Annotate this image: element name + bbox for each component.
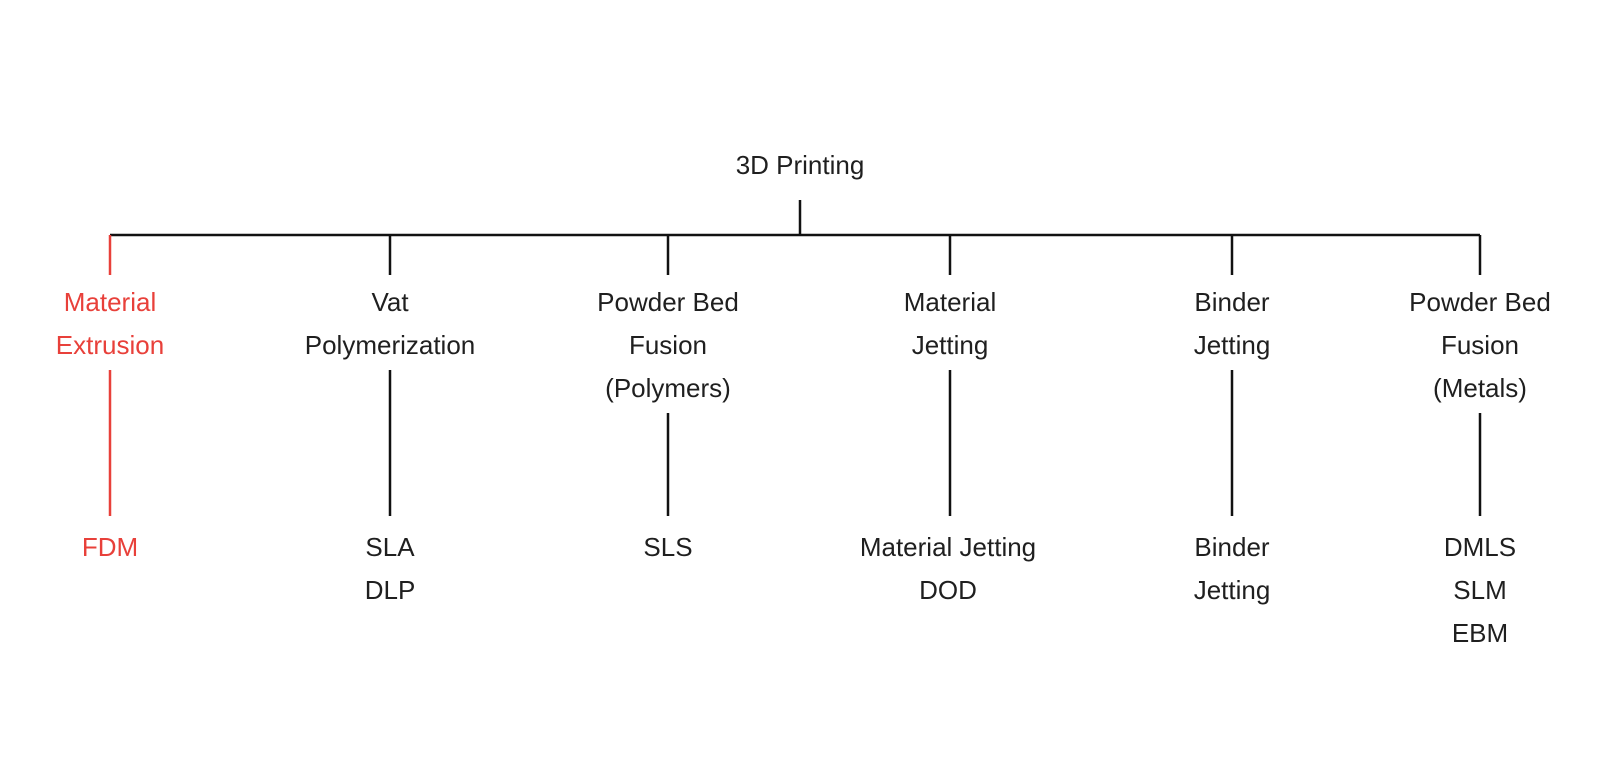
technology-list-binder-jetting: Binder Jetting (1194, 526, 1271, 612)
technology-label: Jetting (1193, 575, 1271, 605)
technology-label: DMLS (1443, 532, 1517, 562)
technology-label: FDM (81, 532, 139, 562)
root-node: 3D Printing (736, 144, 865, 187)
category-node-material-extrusion: Material Extrusion (56, 281, 164, 367)
category-label-line: Material (63, 287, 157, 317)
technology-label: EBM (1451, 618, 1509, 648)
root-label: 3D Printing (735, 150, 865, 180)
category-node-powder-bed-fusion-polymers: Powder Bed Fusion (Polymers) (597, 281, 739, 410)
technology-label: DOD (919, 575, 977, 605)
category-label-line: Powder Bed (597, 287, 739, 317)
technology-list-material-extrusion: FDM (82, 526, 138, 569)
technology-list-material-jetting: Material Jetting DOD (860, 526, 1036, 612)
category-node-material-jetting: Material Jetting (904, 281, 996, 367)
category-node-binder-jetting: Binder Jetting (1194, 281, 1271, 367)
technology-list-powder-bed-fusion-polymers: SLS (643, 526, 692, 569)
technology-label: SLA (365, 532, 415, 562)
technology-list-powder-bed-fusion-metals: DMLS SLM EBM (1444, 526, 1516, 655)
category-node-vat-polymerization: Vat Polymerization (305, 281, 476, 367)
technology-list-vat-polymerization: SLA DLP (365, 526, 416, 612)
technology-label: DLP (364, 575, 416, 605)
category-label-line: Material (903, 287, 997, 317)
category-label-line: Fusion (1440, 330, 1520, 360)
category-label-line: Binder (1194, 287, 1270, 317)
technology-label: Material Jetting (859, 532, 1037, 562)
category-label-line: Jetting (1193, 330, 1271, 360)
category-node-powder-bed-fusion-metals: Powder Bed Fusion (Metals) (1409, 281, 1551, 410)
category-label-line: Powder Bed (1409, 287, 1551, 317)
category-label-line: Jetting (911, 330, 989, 360)
technology-label: SLM (1453, 575, 1507, 605)
category-label-line: Fusion (628, 330, 708, 360)
category-label-line: (Metals) (1433, 373, 1527, 403)
category-label-line: Extrusion (55, 330, 165, 360)
technology-label: SLS (643, 532, 693, 562)
category-label-line: (Polymers) (605, 373, 731, 403)
category-label-line: Polymerization (304, 330, 476, 360)
category-label-line: Vat (371, 287, 409, 317)
technology-label: Binder (1194, 532, 1270, 562)
